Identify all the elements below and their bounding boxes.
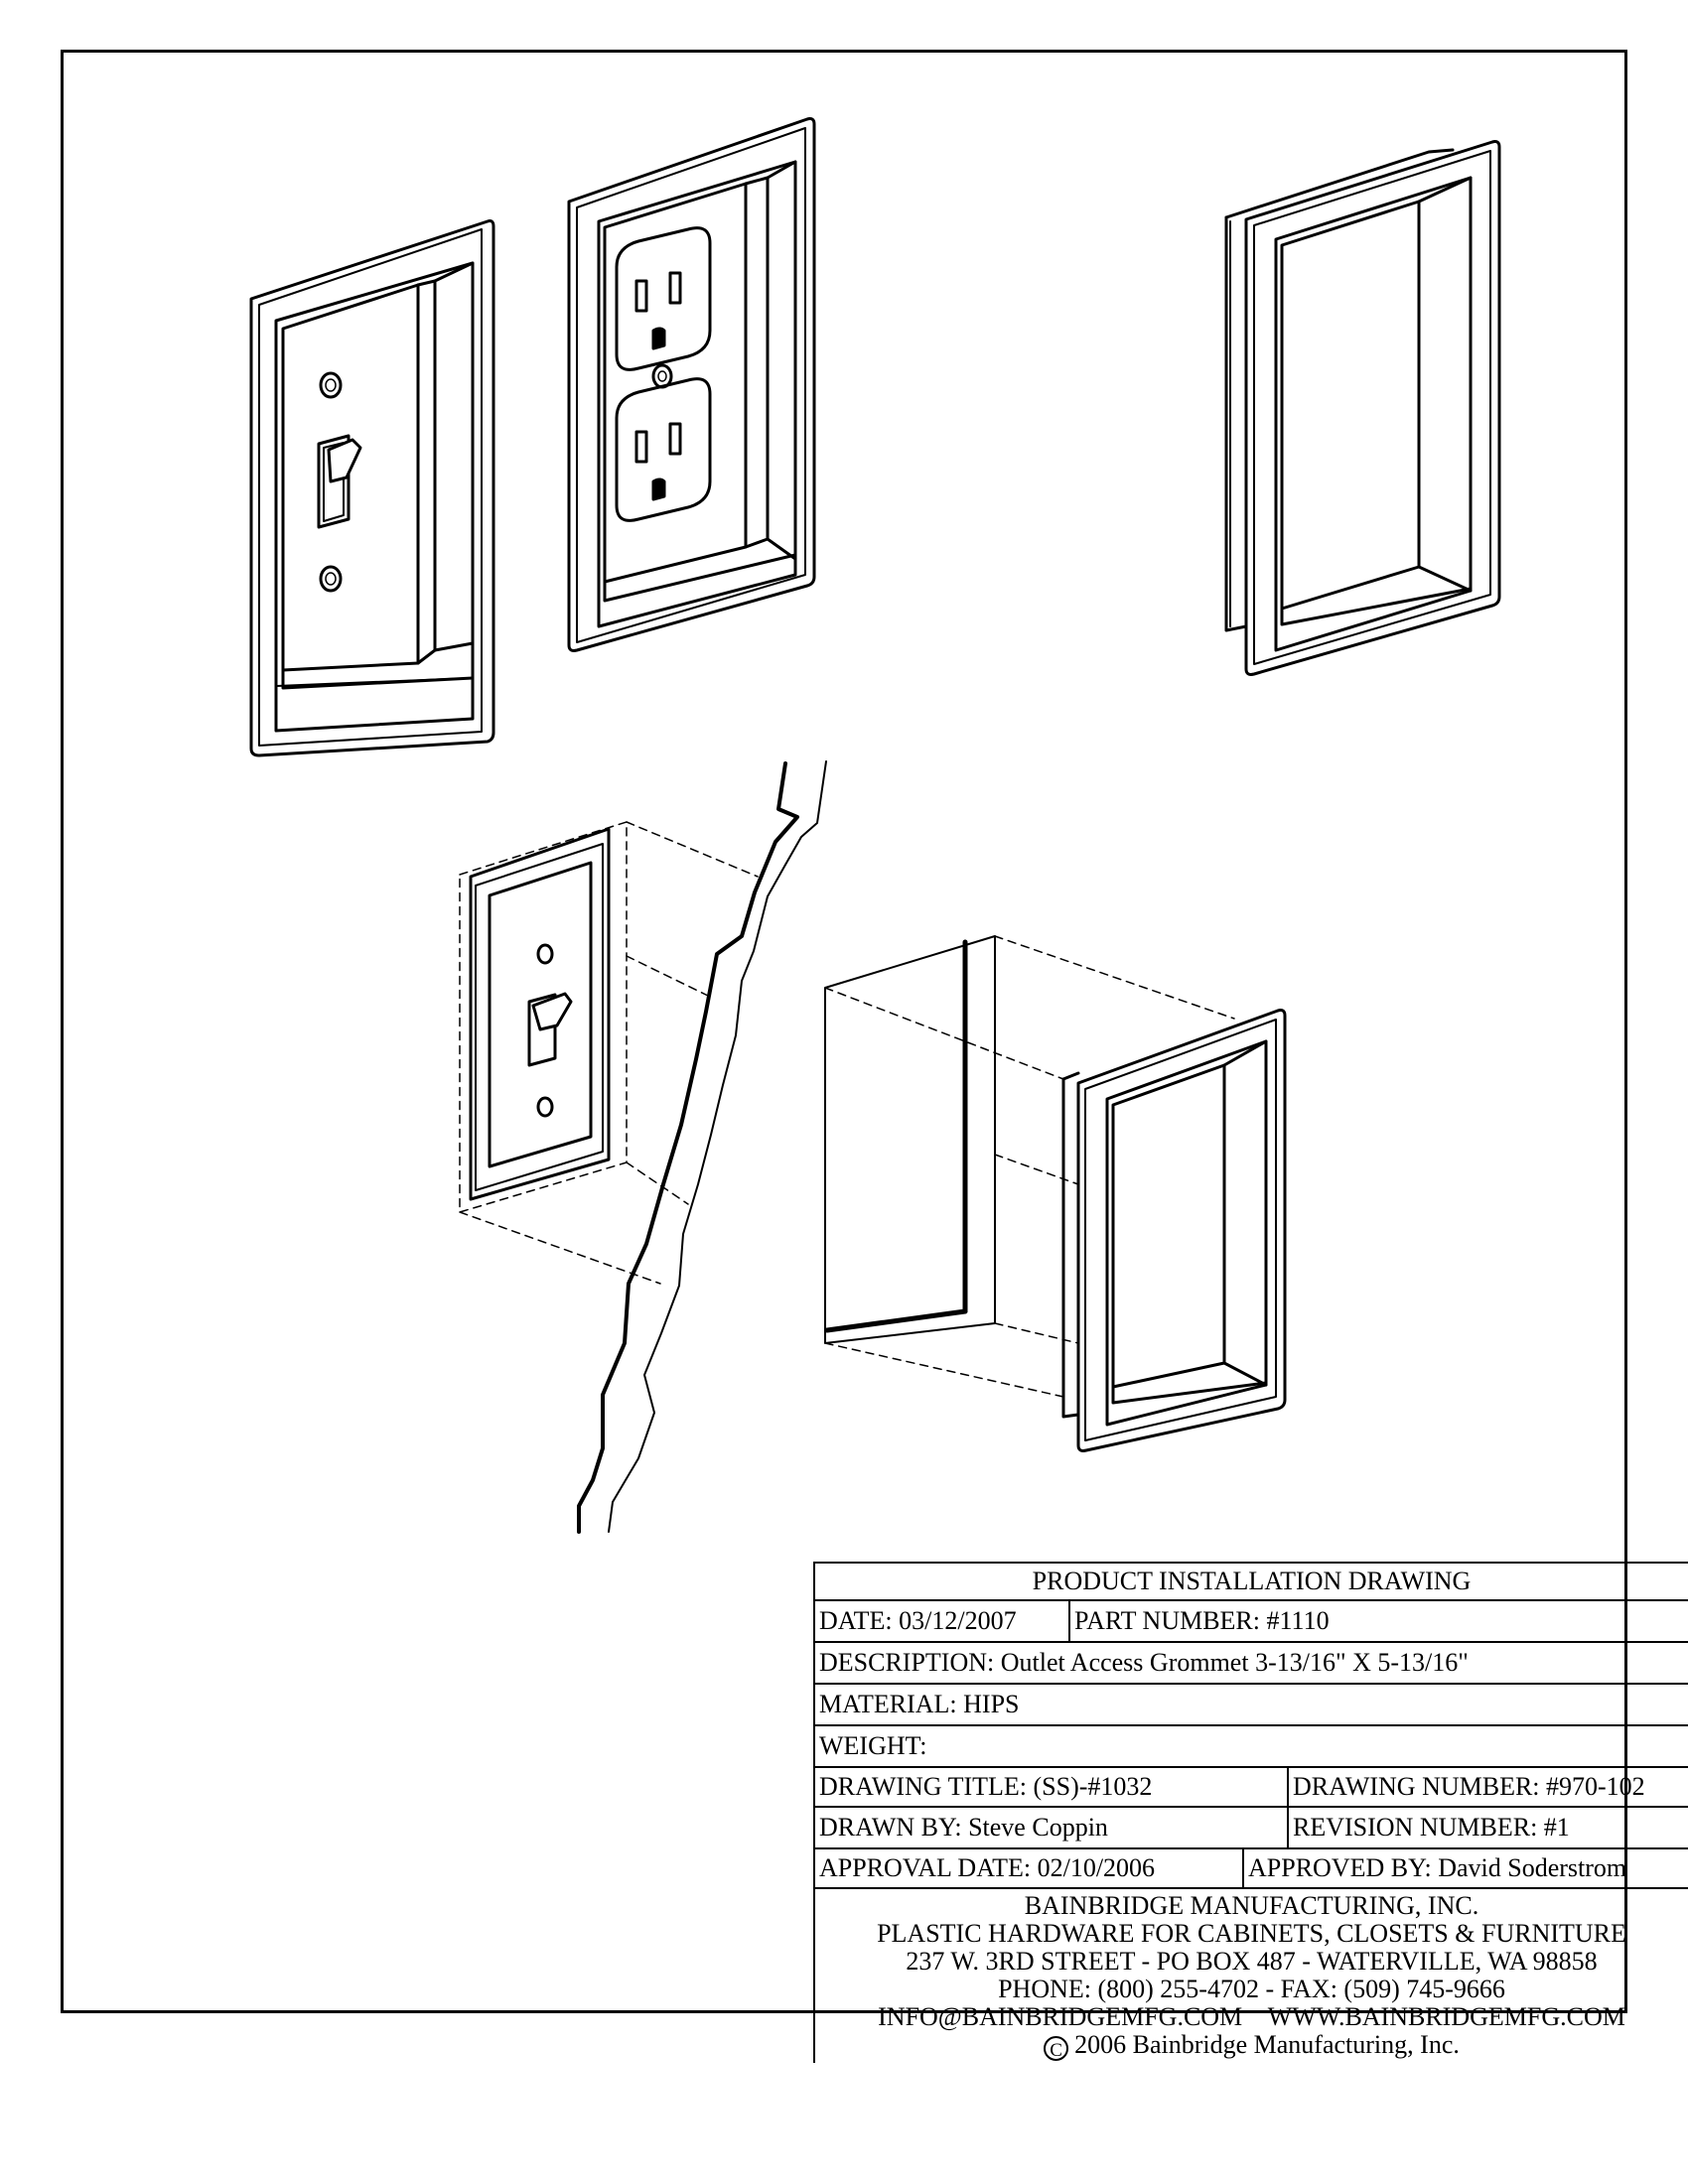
drawing-title-field: DRAWING TITLE: (SS)-#1032 xyxy=(819,1772,1153,1801)
weight-row: WEIGHT: xyxy=(815,1726,1688,1768)
description-row: DESCRIPTION: Outlet Access Grommet 3-13/… xyxy=(815,1643,1688,1685)
date-field: DATE: 03/12/2007 xyxy=(819,1606,1017,1635)
copyright-text: 2006 Bainbridge Manufacturing, Inc. xyxy=(1074,2030,1460,2059)
approval-date-field: APPROVAL DATE: 02/10/2006 xyxy=(819,1853,1156,1882)
company-email-web: INFO@BAINBRIDGEMFG.COM WWW.BAINBRIDGEMFG… xyxy=(878,2002,1625,2031)
drawing-number-field: DRAWING NUMBER: #970-102 xyxy=(1287,1768,1688,1806)
copyright-icon: C xyxy=(1044,2036,1069,2061)
grommet-illustration xyxy=(1224,140,1501,676)
drawn-by-row: DRAWN BY: Steve Coppin REVISION NUMBER: … xyxy=(815,1808,1688,1849)
description-field: DESCRIPTION: Outlet Access Grommet 3-13/… xyxy=(819,1648,1469,1677)
drawn-by-field: DRAWN BY: Steve Coppin xyxy=(819,1813,1108,1842)
company-info: BAINBRIDGE MANUFACTURING, INC. PLASTIC H… xyxy=(815,1892,1688,2061)
outlet-grommet-illustration xyxy=(567,117,816,652)
wall-break-lines xyxy=(577,760,827,1534)
revision-number-field: REVISION NUMBER: #1 xyxy=(1287,1808,1688,1847)
approved-by-field: APPROVED BY: David Soderstrom xyxy=(1242,1849,1688,1887)
part-number-field: PART NUMBER: #1110 xyxy=(1068,1601,1688,1641)
company-name: BAINBRIDGE MANUFACTURING, INC. xyxy=(1024,1891,1479,1920)
date-part-row: DATE: 03/12/2007 PART NUMBER: #1110 xyxy=(815,1601,1688,1643)
drawing-title-row: DRAWING TITLE: (SS)-#1032 DRAWING NUMBER… xyxy=(815,1768,1688,1808)
company-phone-fax: PHONE: (800) 255-4702 - FAX: (509) 745-9… xyxy=(998,1975,1505,2003)
switch-plate-installed-illustration xyxy=(459,821,759,1285)
title-block: PRODUCT INSTALLATION DRAWING DATE: 03/12… xyxy=(813,1562,1688,2063)
grommet-installed-illustration xyxy=(824,935,1287,1452)
switch-grommet-illustration xyxy=(249,219,495,757)
material-row: MATERIAL: HIPS xyxy=(815,1685,1688,1726)
drawing-sheet: PRODUCT INSTALLATION DRAWING DATE: 03/12… xyxy=(61,50,1688,2063)
material-field: MATERIAL: HIPS xyxy=(819,1690,1020,1718)
weight-field: WEIGHT: xyxy=(819,1731,927,1760)
company-tagline: PLASTIC HARDWARE FOR CABINETS, CLOSETS &… xyxy=(877,1919,1626,1948)
approval-row: APPROVAL DATE: 02/10/2006 APPROVED BY: D… xyxy=(815,1849,1688,1889)
title-row: PRODUCT INSTALLATION DRAWING xyxy=(815,1564,1688,1601)
company-address: 237 W. 3RD STREET - PO BOX 487 - WATERVI… xyxy=(906,1947,1598,1976)
drawing-heading: PRODUCT INSTALLATION DRAWING xyxy=(1032,1567,1472,1595)
technical-illustration xyxy=(249,117,1501,1534)
